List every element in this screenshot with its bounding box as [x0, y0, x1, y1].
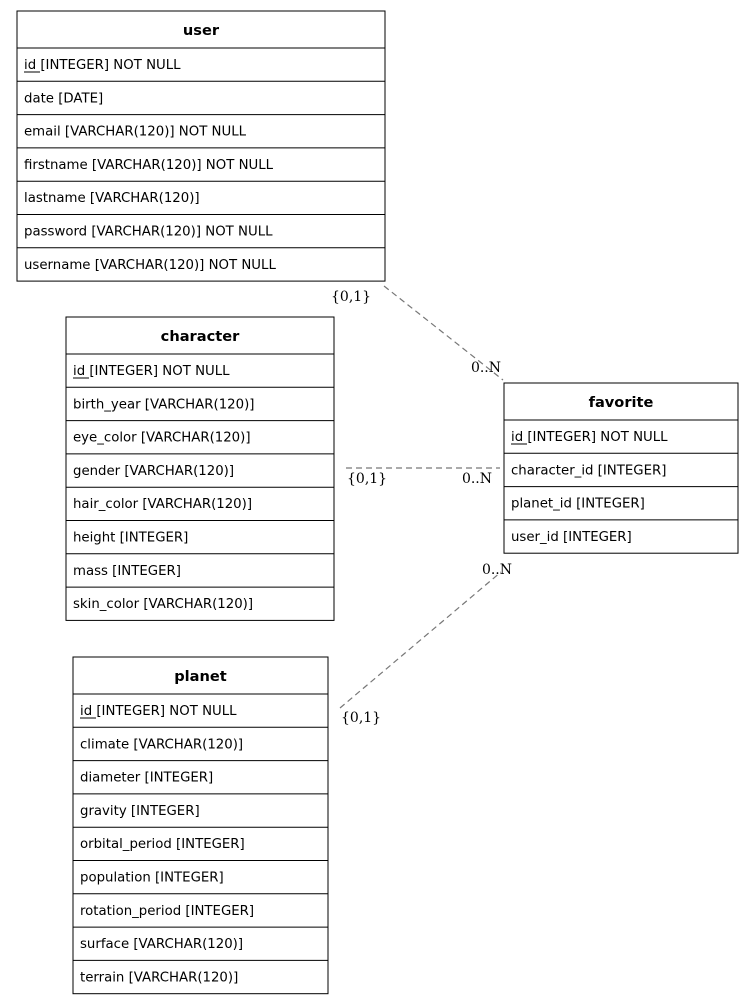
column: diameter [INTEGER]	[80, 771, 213, 786]
relationship-line	[383, 285, 504, 381]
relationship-character-favorite: {0,1} 0..N	[346, 467, 500, 487]
pk-type: [INTEGER] NOT NULL	[523, 430, 668, 445]
column: date [DATE]	[24, 91, 103, 106]
column: email [VARCHAR(120)] NOT NULL	[24, 125, 247, 140]
column: mass [INTEGER]	[73, 564, 181, 579]
entity-planet: planet id [INTEGER] NOT NULL climate [VARC…	[72, 656, 329, 995]
column: gender [VARCHAR(120)]	[73, 464, 234, 479]
entity-user: user id [INTEGER] NOT NULL date [DATE] emai…	[16, 10, 386, 282]
primary-key-column: id [INTEGER] NOT NULL	[80, 704, 237, 719]
pk-type: [INTEGER] NOT NULL	[36, 58, 181, 73]
entity-title: planet	[174, 668, 227, 685]
column: birth_year [VARCHAR(120)]	[73, 397, 254, 412]
column: user_id [INTEGER]	[511, 530, 632, 545]
entity-title: favorite	[589, 394, 654, 411]
cardinality-from: {0,1}	[347, 471, 387, 487]
cardinality-from: {0,1}	[331, 289, 371, 305]
column: eye_color [VARCHAR(120)]	[73, 431, 251, 446]
pk-type: [INTEGER] NOT NULL	[85, 364, 230, 379]
entity-title: character	[161, 328, 240, 345]
pk-name: id	[80, 704, 92, 719]
cardinality-to: 0..N	[471, 360, 501, 376]
relationship-planet-favorite: {0,1} 0..N	[339, 562, 512, 726]
column: population [INTEGER]	[80, 871, 224, 886]
column: gravity [INTEGER]	[80, 804, 200, 819]
column: username [VARCHAR(120)] NOT NULL	[24, 258, 276, 273]
pk-name: id	[73, 364, 85, 379]
entity-title: user	[183, 22, 220, 39]
entity-frame	[72, 656, 329, 995]
pk-name: id	[24, 58, 36, 73]
entity-frame	[503, 382, 739, 554]
primary-key-column: id [INTEGER] NOT NULL	[73, 364, 230, 379]
column: planet_id [INTEGER]	[511, 497, 645, 512]
column: terrain [VARCHAR(120)]	[80, 970, 238, 985]
entity-frame	[16, 10, 386, 282]
relationship-line	[339, 571, 502, 709]
column: firstname [VARCHAR(120)] NOT NULL	[24, 158, 274, 173]
column: rotation_period [INTEGER]	[80, 904, 254, 919]
relationship-user-favorite: {0,1} 0..N	[331, 285, 504, 381]
column: password [VARCHAR(120)] NOT NULL	[24, 225, 273, 240]
column: hair_color [VARCHAR(120)]	[73, 497, 252, 512]
primary-key-column: id [INTEGER] NOT NULL	[24, 58, 181, 73]
cardinality-to: 0..N	[482, 562, 512, 578]
column: character_id [INTEGER]	[511, 463, 666, 478]
cardinality-to: 0..N	[462, 471, 492, 487]
entity-favorite: favorite id [INTEGER] NOT NULL character_i…	[503, 382, 739, 554]
column: surface [VARCHAR(120)]	[80, 937, 243, 952]
column: orbital_period [INTEGER]	[80, 837, 245, 852]
primary-key-column: id [INTEGER] NOT NULL	[511, 430, 668, 445]
entity-frame	[65, 316, 335, 621]
pk-name: id	[511, 430, 523, 445]
column: climate [VARCHAR(120)]	[80, 737, 243, 752]
cardinality-from: {0,1}	[341, 710, 381, 726]
pk-type: [INTEGER] NOT NULL	[92, 704, 237, 719]
column: lastname [VARCHAR(120)]	[24, 191, 200, 206]
column: height [INTEGER]	[73, 531, 188, 546]
entity-character: character id [INTEGER] NOT NULL birth_year…	[65, 316, 335, 621]
column: skin_color [VARCHAR(120)]	[73, 597, 253, 612]
